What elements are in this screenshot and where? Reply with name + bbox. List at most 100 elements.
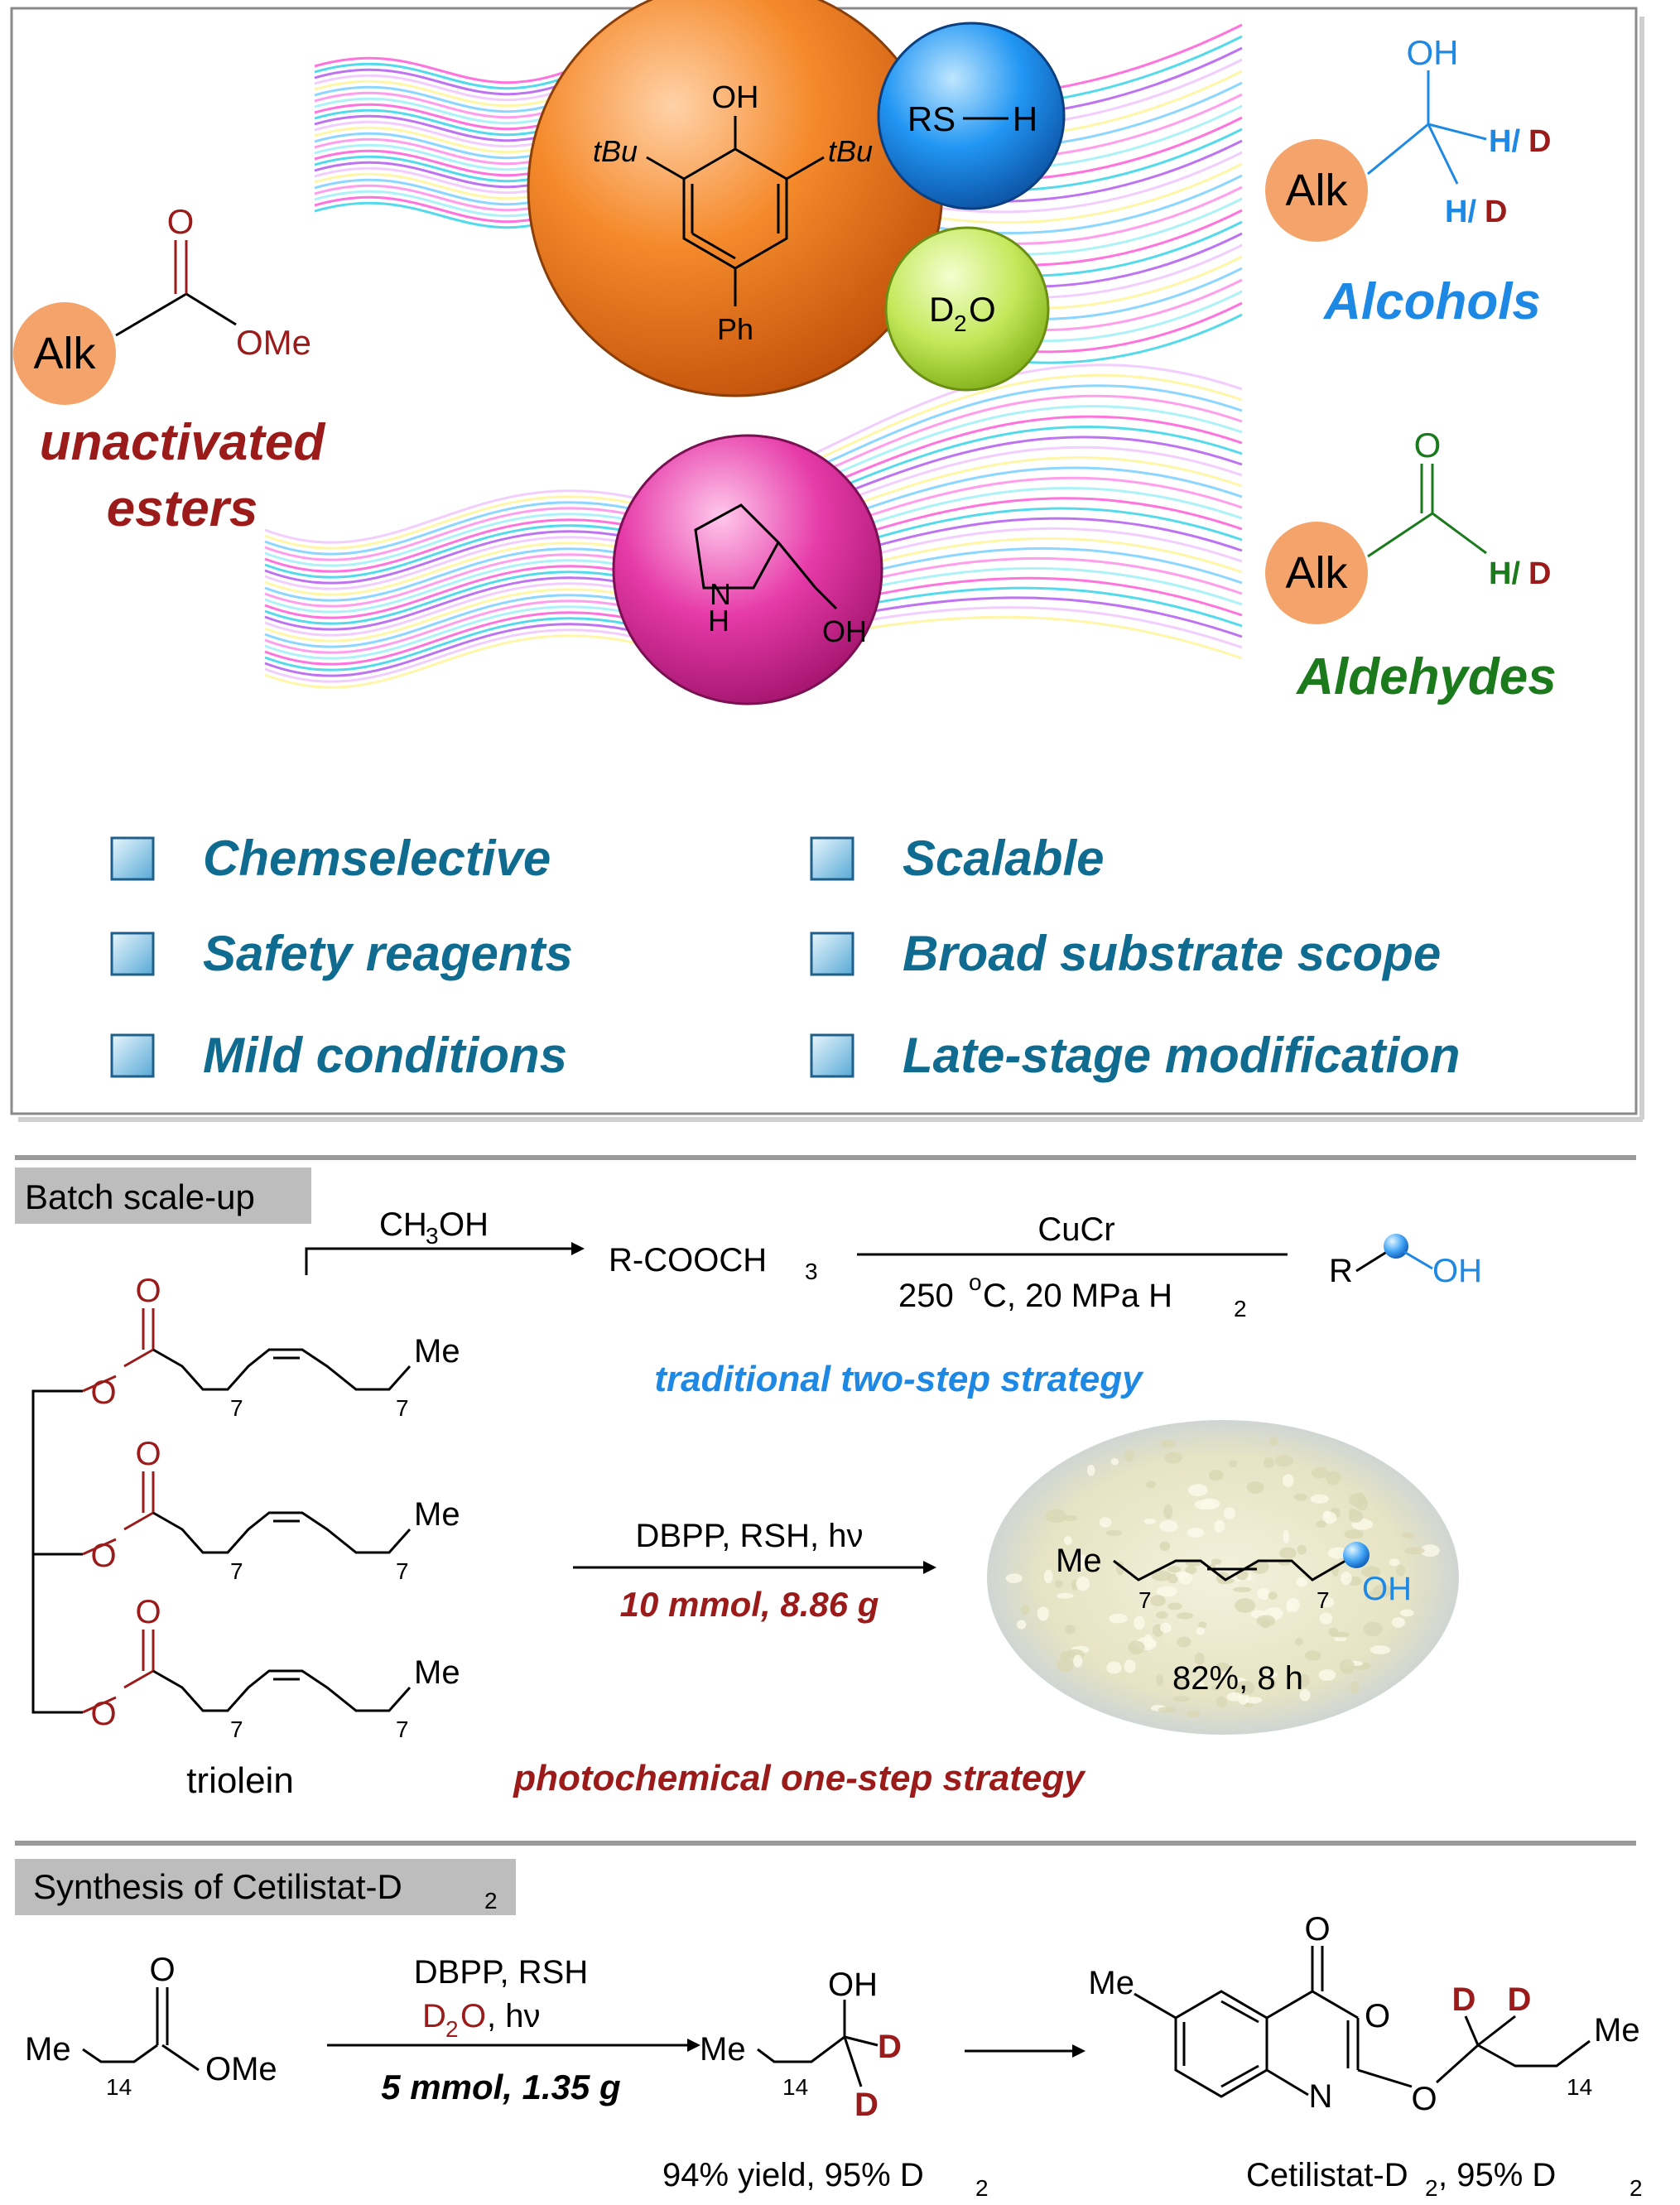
cetilistat-d2: Me O O N O D D Me 14 Cetilistat-D 2 , 95… bbox=[1088, 1911, 1642, 2201]
catalyst-tbu-right: tBu bbox=[828, 134, 873, 168]
feature-item: Broad substrate scope bbox=[903, 926, 1441, 981]
traditional-label: traditional two-step strategy bbox=[654, 1359, 1144, 1399]
svg-text:7: 7 bbox=[396, 1558, 409, 1584]
d2o-o: O bbox=[969, 290, 996, 329]
svg-text:O: O bbox=[135, 1594, 161, 1630]
methyl-palmitate: Me O OMe 14 bbox=[25, 1952, 277, 2100]
photochemical-label: photochemical one-step strategy bbox=[513, 1758, 1086, 1798]
traditional-route: CH 3 OH R-COOCH 3 CuCr 250 o C, 20 MPa H… bbox=[305, 1206, 1482, 1399]
cetilistat-conditions: DBPP, RSH D 2 O , hν 5 mmol, 1.35 g bbox=[327, 1954, 700, 2106]
svg-text:OH: OH bbox=[1362, 1571, 1412, 1607]
feature-item: Mild conditions bbox=[203, 1028, 567, 1083]
svg-text:5 mmol, 1.35 g: 5 mmol, 1.35 g bbox=[381, 2068, 620, 2106]
svg-text:D: D bbox=[1452, 1981, 1476, 2018]
prolinol-h: H bbox=[708, 604, 729, 638]
catalyst-ph: Ph bbox=[717, 312, 753, 346]
svg-text:, hν: , hν bbox=[487, 1998, 540, 2034]
feature-box-icon bbox=[810, 836, 854, 881]
svg-text:O: O bbox=[1304, 1911, 1330, 1947]
svg-text:2: 2 bbox=[1629, 2175, 1643, 2201]
deuterated-alcohol: Me OH 14 D D 94% yield, 95% D 2 bbox=[662, 1967, 989, 2201]
svg-text:O: O bbox=[135, 1436, 161, 1472]
svg-text:3: 3 bbox=[426, 1223, 439, 1249]
svg-text:O: O bbox=[135, 1273, 161, 1309]
svg-text:Cetilistat-D: Cetilistat-D bbox=[1246, 2157, 1408, 2193]
svg-text:D: D bbox=[878, 2029, 902, 2065]
svg-text:7: 7 bbox=[396, 1395, 409, 1421]
product-oh: OH bbox=[1432, 1253, 1482, 1289]
svg-text:7: 7 bbox=[1317, 1587, 1330, 1613]
aldehyde-product: Alk O H/ D Aldehydes bbox=[1265, 426, 1557, 705]
thiol-rs: RS bbox=[907, 99, 956, 138]
feature-box-icon bbox=[110, 1033, 155, 1078]
svg-text:Me: Me bbox=[1088, 1965, 1134, 2001]
photo-scale: 10 mmol, 8.86 g bbox=[620, 1585, 879, 1624]
catalyst-tbu-left: tBu bbox=[593, 134, 638, 168]
carbonyl-o: O bbox=[167, 202, 195, 241]
svg-text:7: 7 bbox=[230, 1558, 243, 1584]
svg-text:CH: CH bbox=[379, 1206, 427, 1243]
svg-text:D: D bbox=[854, 2087, 879, 2123]
thiol-sphere: RS H bbox=[877, 22, 1066, 210]
alcohol-product: Alk OH H/ D H/ D Alcohols bbox=[1265, 33, 1551, 330]
feature-box-icon bbox=[810, 1033, 854, 1078]
ome-label: OMe bbox=[236, 323, 311, 362]
alk-circle bbox=[13, 302, 116, 405]
aldehyde-alk: Alk bbox=[1285, 548, 1348, 598]
svg-text:O: O bbox=[460, 1998, 486, 2034]
aldehyde-hd-h: H/ bbox=[1489, 556, 1520, 591]
feature-item: Late-stage modification bbox=[903, 1028, 1460, 1083]
svg-text:O: O bbox=[90, 1375, 116, 1411]
svg-text:O: O bbox=[149, 1952, 175, 1988]
svg-text:Me: Me bbox=[700, 2031, 746, 2068]
svg-text:D: D bbox=[1508, 1981, 1532, 2018]
feature-box-icon bbox=[110, 932, 155, 976]
svg-text:o: o bbox=[969, 1269, 982, 1295]
d2o-sphere: D 2 O bbox=[884, 226, 1050, 392]
d2o-d: D bbox=[929, 290, 954, 329]
svg-text:Me: Me bbox=[25, 2031, 71, 2068]
svg-text:7: 7 bbox=[1138, 1587, 1152, 1613]
alcohol-hd2-d: D bbox=[1485, 195, 1507, 229]
svg-text:2: 2 bbox=[445, 2016, 459, 2042]
esters-label: esters bbox=[107, 480, 258, 537]
svg-text:14: 14 bbox=[106, 2074, 132, 2100]
product-yield: 82%, 8 h bbox=[1172, 1660, 1303, 1697]
svg-text:2: 2 bbox=[1234, 1296, 1247, 1322]
svg-text:3: 3 bbox=[805, 1259, 818, 1284]
svg-text:7: 7 bbox=[230, 1395, 243, 1421]
svg-text:N: N bbox=[1309, 2078, 1333, 2115]
svg-text:Me: Me bbox=[414, 1333, 460, 1370]
feature-item: Chemselective bbox=[203, 830, 551, 886]
svg-text:7: 7 bbox=[230, 1716, 243, 1742]
prolinol-oh: OH bbox=[822, 614, 867, 648]
bead-icon bbox=[1343, 1542, 1370, 1568]
feature-box-icon bbox=[110, 836, 155, 881]
prolinol-sphere: N H OH bbox=[612, 434, 883, 705]
batch-header: Batch scale-up bbox=[25, 1177, 255, 1216]
alcohol-hd1-h: H/ bbox=[1489, 124, 1520, 159]
feature-item: Scalable bbox=[903, 830, 1105, 886]
cetilistat-header: Synthesis of Cetilistat-D bbox=[33, 1867, 402, 1906]
catalyst-oh: OH bbox=[712, 80, 759, 115]
d2o-sub: 2 bbox=[954, 311, 967, 336]
svg-text:2: 2 bbox=[484, 1888, 498, 1914]
aldehydes-label: Aldehydes bbox=[1295, 648, 1557, 705]
triolein-label: triolein bbox=[186, 1760, 294, 1801]
feature-item: Safety reagents bbox=[203, 926, 573, 981]
product-r: R bbox=[1329, 1253, 1353, 1289]
svg-text:2: 2 bbox=[975, 2175, 989, 2201]
svg-text:14: 14 bbox=[1567, 2074, 1592, 2100]
photo-conditions: DBPP, RSH, hν bbox=[636, 1518, 864, 1554]
svg-text:2: 2 bbox=[1425, 2175, 1438, 2201]
cucr-catalyst: CuCr bbox=[1037, 1211, 1114, 1248]
alcohol-hd1-d: D bbox=[1528, 124, 1551, 159]
dbpp-catalyst-sphere: OH tBu tBu Ph bbox=[527, 0, 944, 397]
svg-text:94% yield, 95% D: 94% yield, 95% D bbox=[662, 2157, 924, 2193]
aldehyde-hd-d: D bbox=[1528, 556, 1551, 591]
alk-label: Alk bbox=[33, 329, 96, 378]
prolinol-n: N bbox=[710, 577, 731, 611]
svg-text:O: O bbox=[90, 1538, 116, 1574]
